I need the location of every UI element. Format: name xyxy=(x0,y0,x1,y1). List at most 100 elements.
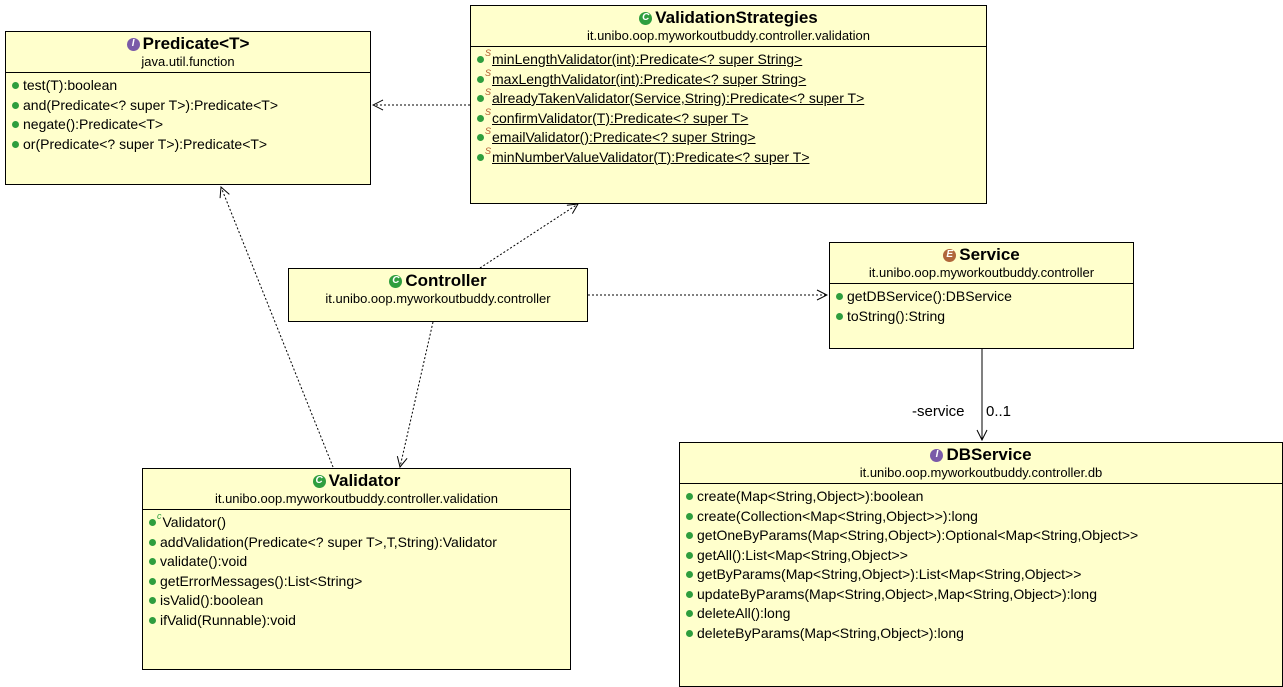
public-method-icon xyxy=(477,114,484,122)
operation: deleteAll():long xyxy=(686,604,1276,624)
controller-package: it.unibo.oop.myworkoutbuddy.controller xyxy=(325,291,551,306)
operation: and(Predicate<? super T>):Predicate<T> xyxy=(12,96,364,116)
operation: validate():void xyxy=(149,552,564,572)
public-method-icon xyxy=(477,134,484,142)
static-marker: S xyxy=(485,67,492,78)
class-icon: C xyxy=(639,11,653,25)
public-method-icon xyxy=(12,121,19,129)
operation: addValidation(Predicate<? super T>,T,Str… xyxy=(149,533,564,553)
public-method-icon xyxy=(477,56,484,64)
constructor-marker: c xyxy=(157,511,162,521)
public-method-icon xyxy=(149,558,156,566)
public-method-icon xyxy=(477,75,484,83)
validator-package: it.unibo.oop.myworkoutbuddy.controller.v… xyxy=(214,491,499,506)
service-operations: getDBService():DBService toString():Stri… xyxy=(830,284,1133,329)
service-package: it.unibo.oop.myworkoutbuddy.controller xyxy=(868,265,1095,280)
operation: test(T):boolean xyxy=(12,76,364,96)
static-marker: S xyxy=(485,87,492,97)
operation: ifValid(Runnable):void xyxy=(149,611,564,631)
operation: getErrorMessages():List<String> xyxy=(149,572,564,592)
public-method-icon xyxy=(149,519,156,527)
operation: negate():Predicate<T> xyxy=(12,115,364,135)
edge-controller-to-validator xyxy=(400,321,434,467)
class-icon: C xyxy=(389,274,403,288)
validation-strategies-package: it.unibo.oop.myworkoutbuddy.controller.v… xyxy=(586,28,871,43)
public-method-icon xyxy=(686,532,693,540)
operation: getDBService():DBService xyxy=(836,287,1127,307)
static-marker: S xyxy=(485,106,492,117)
operation: create(Collection<Map<String,Object>>):l… xyxy=(686,507,1276,527)
interface-icon: I xyxy=(126,37,140,51)
public-method-icon xyxy=(686,629,693,637)
dbservice-package: it.unibo.oop.myworkoutbuddy.controller.d… xyxy=(859,465,1103,480)
controller-name: Controller xyxy=(405,271,487,290)
public-method-icon xyxy=(149,597,156,605)
enum-icon: E xyxy=(943,248,957,262)
operation: isValid():boolean xyxy=(149,591,564,611)
edge-validator-to-predicate xyxy=(221,187,334,468)
dbservice-name: DBService xyxy=(946,445,1032,464)
public-method-icon xyxy=(686,610,693,618)
operation: toString():String xyxy=(836,307,1127,327)
public-method-icon xyxy=(149,616,156,624)
edge-controller-to-strategies xyxy=(479,204,578,269)
validator-name: Validator xyxy=(328,471,401,490)
predicate-package: java.util.function xyxy=(141,54,235,69)
public-method-icon xyxy=(686,590,693,598)
public-method-icon xyxy=(12,140,19,148)
operation: getAll():List<Map<String,Object>> xyxy=(686,546,1276,566)
public-method-icon xyxy=(686,551,693,559)
public-method-icon xyxy=(836,293,843,301)
public-method-icon xyxy=(12,82,19,90)
operation: or(Predicate<? super T>):Predicate<T> xyxy=(12,135,364,155)
class-icon: C xyxy=(312,474,326,488)
operation: getOneByParams(Map<String,Object>):Optio… xyxy=(686,526,1276,546)
operation: getByParams(Map<String,Object>):List<Map… xyxy=(686,565,1276,585)
predicate-operations: test(T):boolean and(Predicate<? super T>… xyxy=(6,73,370,157)
public-method-icon xyxy=(686,571,693,579)
service-name: Service xyxy=(959,245,1020,264)
public-method-icon xyxy=(686,493,693,501)
association-role-label: -service xyxy=(912,403,965,420)
predicate-name: Predicate<T> xyxy=(142,34,250,53)
interface-icon: I xyxy=(930,448,944,462)
operation: deleteByParams(Map<String,Object>):long xyxy=(686,624,1276,644)
dbservice-operations: create(Map<String,Object>):boolean creat… xyxy=(680,484,1282,646)
public-method-icon xyxy=(149,577,156,585)
public-method-icon xyxy=(477,95,484,103)
public-method-icon xyxy=(12,101,19,109)
operation: create(Map<String,Object>):boolean xyxy=(686,487,1276,507)
association-multiplicity-label: 0..1 xyxy=(986,403,1012,420)
public-method-icon xyxy=(686,512,693,520)
public-method-icon xyxy=(149,538,156,546)
static-marker: S xyxy=(485,126,492,136)
static-marker: S xyxy=(485,145,492,156)
static-marker: S xyxy=(485,48,492,58)
public-method-icon xyxy=(477,153,484,161)
validation-strategies-name: ValidationStrategies xyxy=(655,8,818,27)
operation: updateByParams(Map<String,Object>,Map<St… xyxy=(686,585,1276,605)
public-method-icon xyxy=(836,312,843,320)
